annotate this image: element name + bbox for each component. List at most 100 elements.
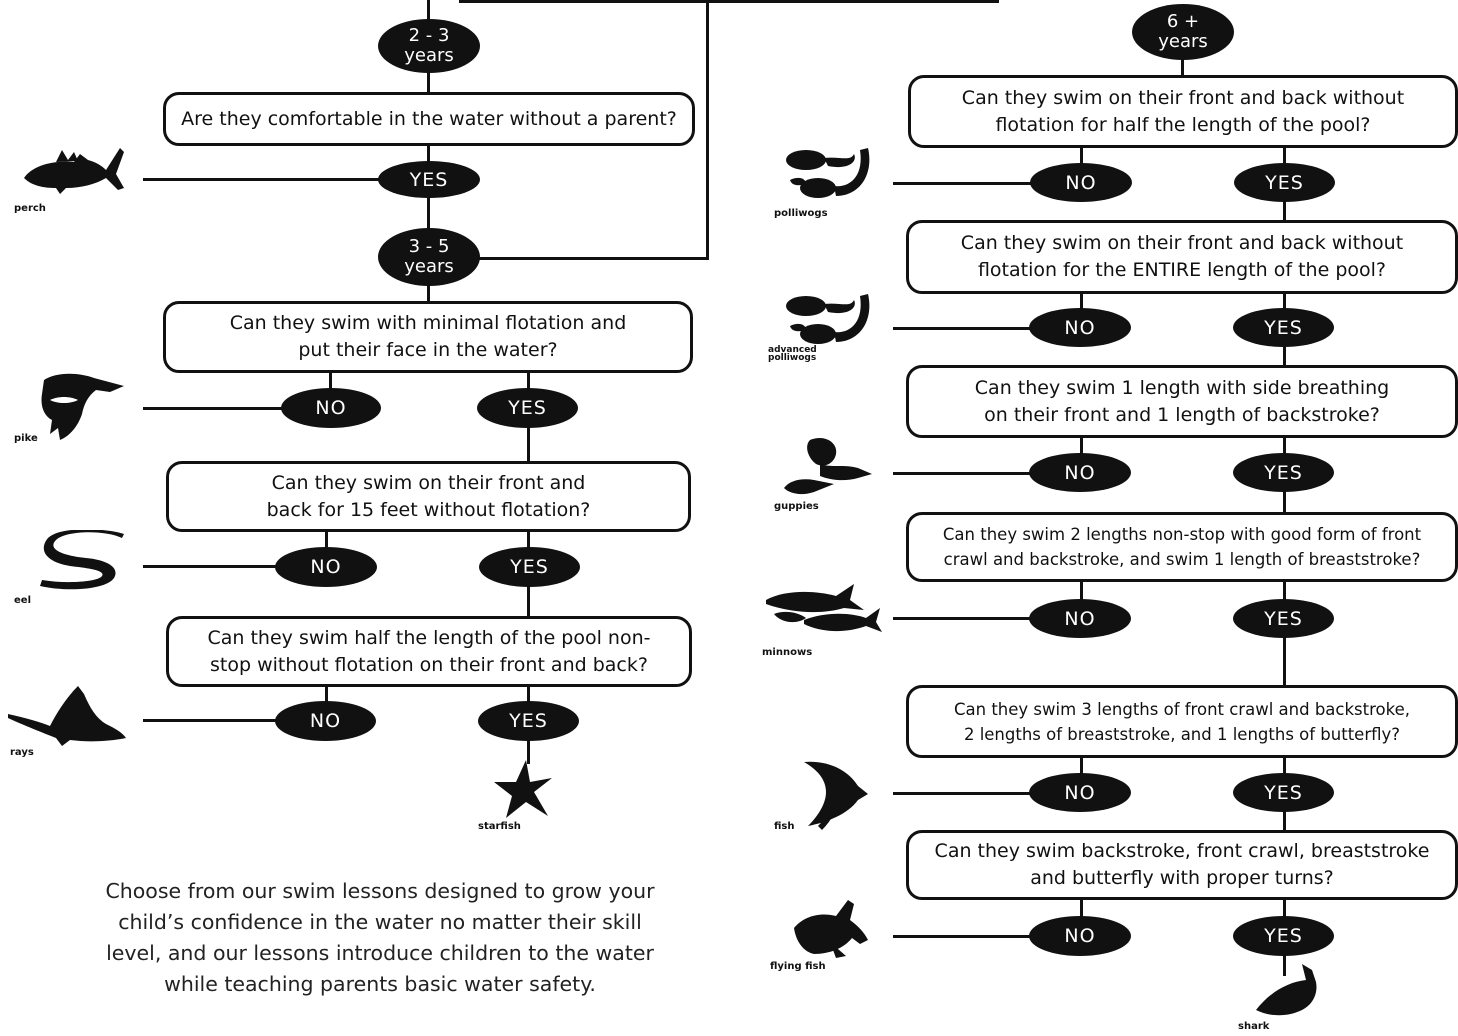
- eel-label: eel: [14, 595, 31, 606]
- question-box: Can they swim on their front and back wi…: [908, 75, 1458, 148]
- connector: [1283, 200, 1286, 222]
- yes-pill: YES: [1233, 453, 1334, 492]
- connector: [1283, 490, 1286, 514]
- starfish-icon: [492, 758, 554, 820]
- minnows-icon: [764, 580, 882, 644]
- no-pill: NO: [275, 701, 376, 741]
- rays-icon: [6, 684, 128, 746]
- connector: [1283, 756, 1286, 775]
- shark-label: shark: [1238, 1021, 1270, 1032]
- age-pill-3-5: 3 - 5 years: [378, 228, 480, 286]
- polliwogs-icon: [784, 144, 876, 206]
- question-box: Can they swim on their front and back wi…: [906, 220, 1458, 294]
- question-box: Can they swim with minimal flotation and…: [163, 301, 693, 373]
- guppies-icon: [780, 434, 874, 502]
- connector: [527, 530, 530, 549]
- connector: [527, 585, 530, 618]
- connector: [706, 0, 709, 260]
- age-unit: years: [404, 256, 454, 277]
- no-pill: NO: [1029, 453, 1131, 492]
- question-box: Can they swim 2 lengths non-stop with go…: [906, 512, 1458, 582]
- age-pill-2-3: 2 - 3 years: [378, 19, 480, 73]
- connector: [1283, 580, 1286, 601]
- yes-pill: YES: [479, 547, 580, 587]
- connector: [1283, 436, 1286, 455]
- connector: [1080, 580, 1083, 601]
- connector: [143, 407, 288, 410]
- connector: [527, 686, 530, 703]
- minnows-label: minnows: [762, 647, 813, 658]
- age-unit: years: [1158, 31, 1208, 52]
- connector: [1283, 898, 1286, 918]
- no-pill: NO: [281, 388, 381, 428]
- connector: [1080, 292, 1083, 310]
- connector: [325, 530, 328, 549]
- footer-description: Choose from our swim lessons designed to…: [105, 879, 655, 996]
- yes-pill: YES: [1234, 163, 1335, 202]
- connector: [893, 472, 1038, 475]
- connector: [143, 565, 283, 568]
- yes-pill: YES: [477, 388, 578, 428]
- connector: [470, 257, 709, 260]
- connector: [893, 327, 1038, 330]
- perch-label: perch: [14, 203, 46, 214]
- connector: [427, 70, 430, 94]
- connector: [143, 178, 383, 181]
- starfish-label: starfish: [478, 821, 521, 832]
- guppies-label: guppies: [774, 501, 819, 512]
- yes-pill: YES: [1233, 599, 1334, 638]
- age-range: 6 +: [1166, 11, 1200, 32]
- fish-label: fish: [774, 821, 795, 832]
- flying-fish-icon: [790, 898, 872, 960]
- age-range: 2 - 3: [408, 25, 450, 46]
- connector: [1080, 146, 1083, 165]
- connector: [427, 145, 430, 163]
- connector: [329, 371, 332, 389]
- pike-icon: [38, 370, 128, 442]
- connector: [893, 792, 1038, 795]
- no-pill: NO: [1029, 916, 1131, 956]
- connector: [893, 182, 1038, 185]
- connector: [893, 617, 1038, 620]
- connector: [1283, 954, 1286, 976]
- yes-pill: YES: [478, 701, 579, 741]
- connector: [527, 371, 530, 389]
- perch-icon: [22, 142, 127, 202]
- question-box: Can they swim 1 length with side breathi…: [906, 365, 1458, 438]
- age-pill-6-plus: 6 + years: [1132, 4, 1234, 60]
- advanced-polliwogs-icon: [784, 290, 876, 352]
- connector: [527, 426, 530, 463]
- flying-fish-label: flying fish: [770, 961, 826, 972]
- fish-icon: [798, 756, 870, 832]
- rays-label: rays: [10, 747, 34, 758]
- shark-icon: [1252, 958, 1320, 1020]
- connector: [1283, 292, 1286, 310]
- no-pill: NO: [1029, 308, 1131, 347]
- connector: [1080, 898, 1083, 918]
- connector: [1080, 756, 1083, 775]
- connector: [143, 719, 283, 722]
- yes-pill: YES: [1233, 773, 1334, 812]
- age-range: 3 - 5: [408, 236, 450, 257]
- pike-label: pike: [14, 433, 38, 444]
- no-pill: NO: [275, 547, 377, 587]
- question-box: Can they swim half the length of the poo…: [166, 616, 692, 687]
- connector: [527, 739, 530, 764]
- connector: [1283, 810, 1286, 832]
- question-box: Can they swim backstroke, front crawl, b…: [906, 830, 1458, 900]
- connector: [893, 935, 1038, 938]
- no-pill: NO: [1029, 599, 1131, 638]
- connector: [459, 0, 999, 3]
- connector: [1283, 146, 1286, 165]
- connector: [1080, 436, 1083, 455]
- connector: [427, 196, 430, 232]
- connector: [1283, 345, 1286, 367]
- question-box: Can they swim on their front and back fo…: [166, 461, 691, 532]
- connector: [427, 0, 430, 20]
- question-box: Can they swim 3 lengths of front crawl a…: [906, 685, 1458, 758]
- connector: [1181, 57, 1184, 77]
- no-pill: NO: [1030, 163, 1132, 202]
- yes-pill: YES: [1233, 308, 1334, 347]
- advanced-polliwogs-label: advanced polliwogs: [768, 345, 817, 363]
